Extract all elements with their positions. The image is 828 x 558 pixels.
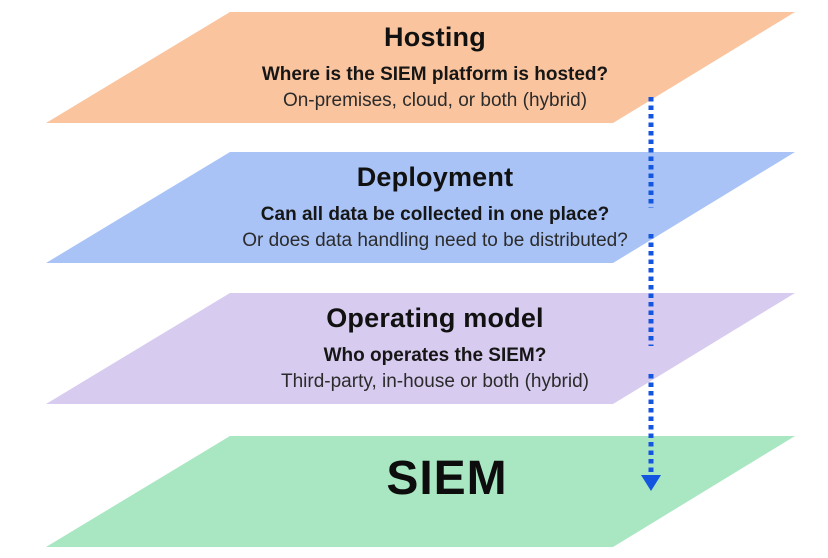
operating-model-answer: Third-party, in-house or both (hybrid) — [281, 371, 589, 392]
operating-model-title: Operating model — [326, 303, 544, 333]
hosting-question: Where is the SIEM platform is hosted? — [261, 64, 609, 85]
hosting-layer-shape — [46, 12, 795, 123]
hosting-answer: On-premises, cloud, or both (hybrid) — [282, 90, 588, 111]
deployment-layer-text: Deployment Can all data be collected in … — [60, 152, 810, 263]
deployment-title: Deployment — [356, 162, 514, 192]
operating-model-layer-shape — [46, 293, 795, 404]
siem-title: SIEM — [386, 452, 508, 505]
deployment-answer: Or does data handling need to be distrib… — [242, 230, 628, 251]
hosting-title: Hosting — [384, 22, 486, 52]
deployment-layer-shape — [46, 152, 795, 263]
siem-layer-text: SIEM — [60, 436, 810, 547]
operating-model-question: Who operates the SIEM? — [323, 345, 547, 366]
deployment-question: Can all data be collected in one place? — [260, 204, 610, 225]
hosting-layer-text: Hosting Where is the SIEM platform is ho… — [60, 12, 810, 123]
siem-layer-shape — [46, 436, 795, 547]
operating-model-layer-text: Operating model Who operates the SIEM? T… — [60, 293, 810, 404]
